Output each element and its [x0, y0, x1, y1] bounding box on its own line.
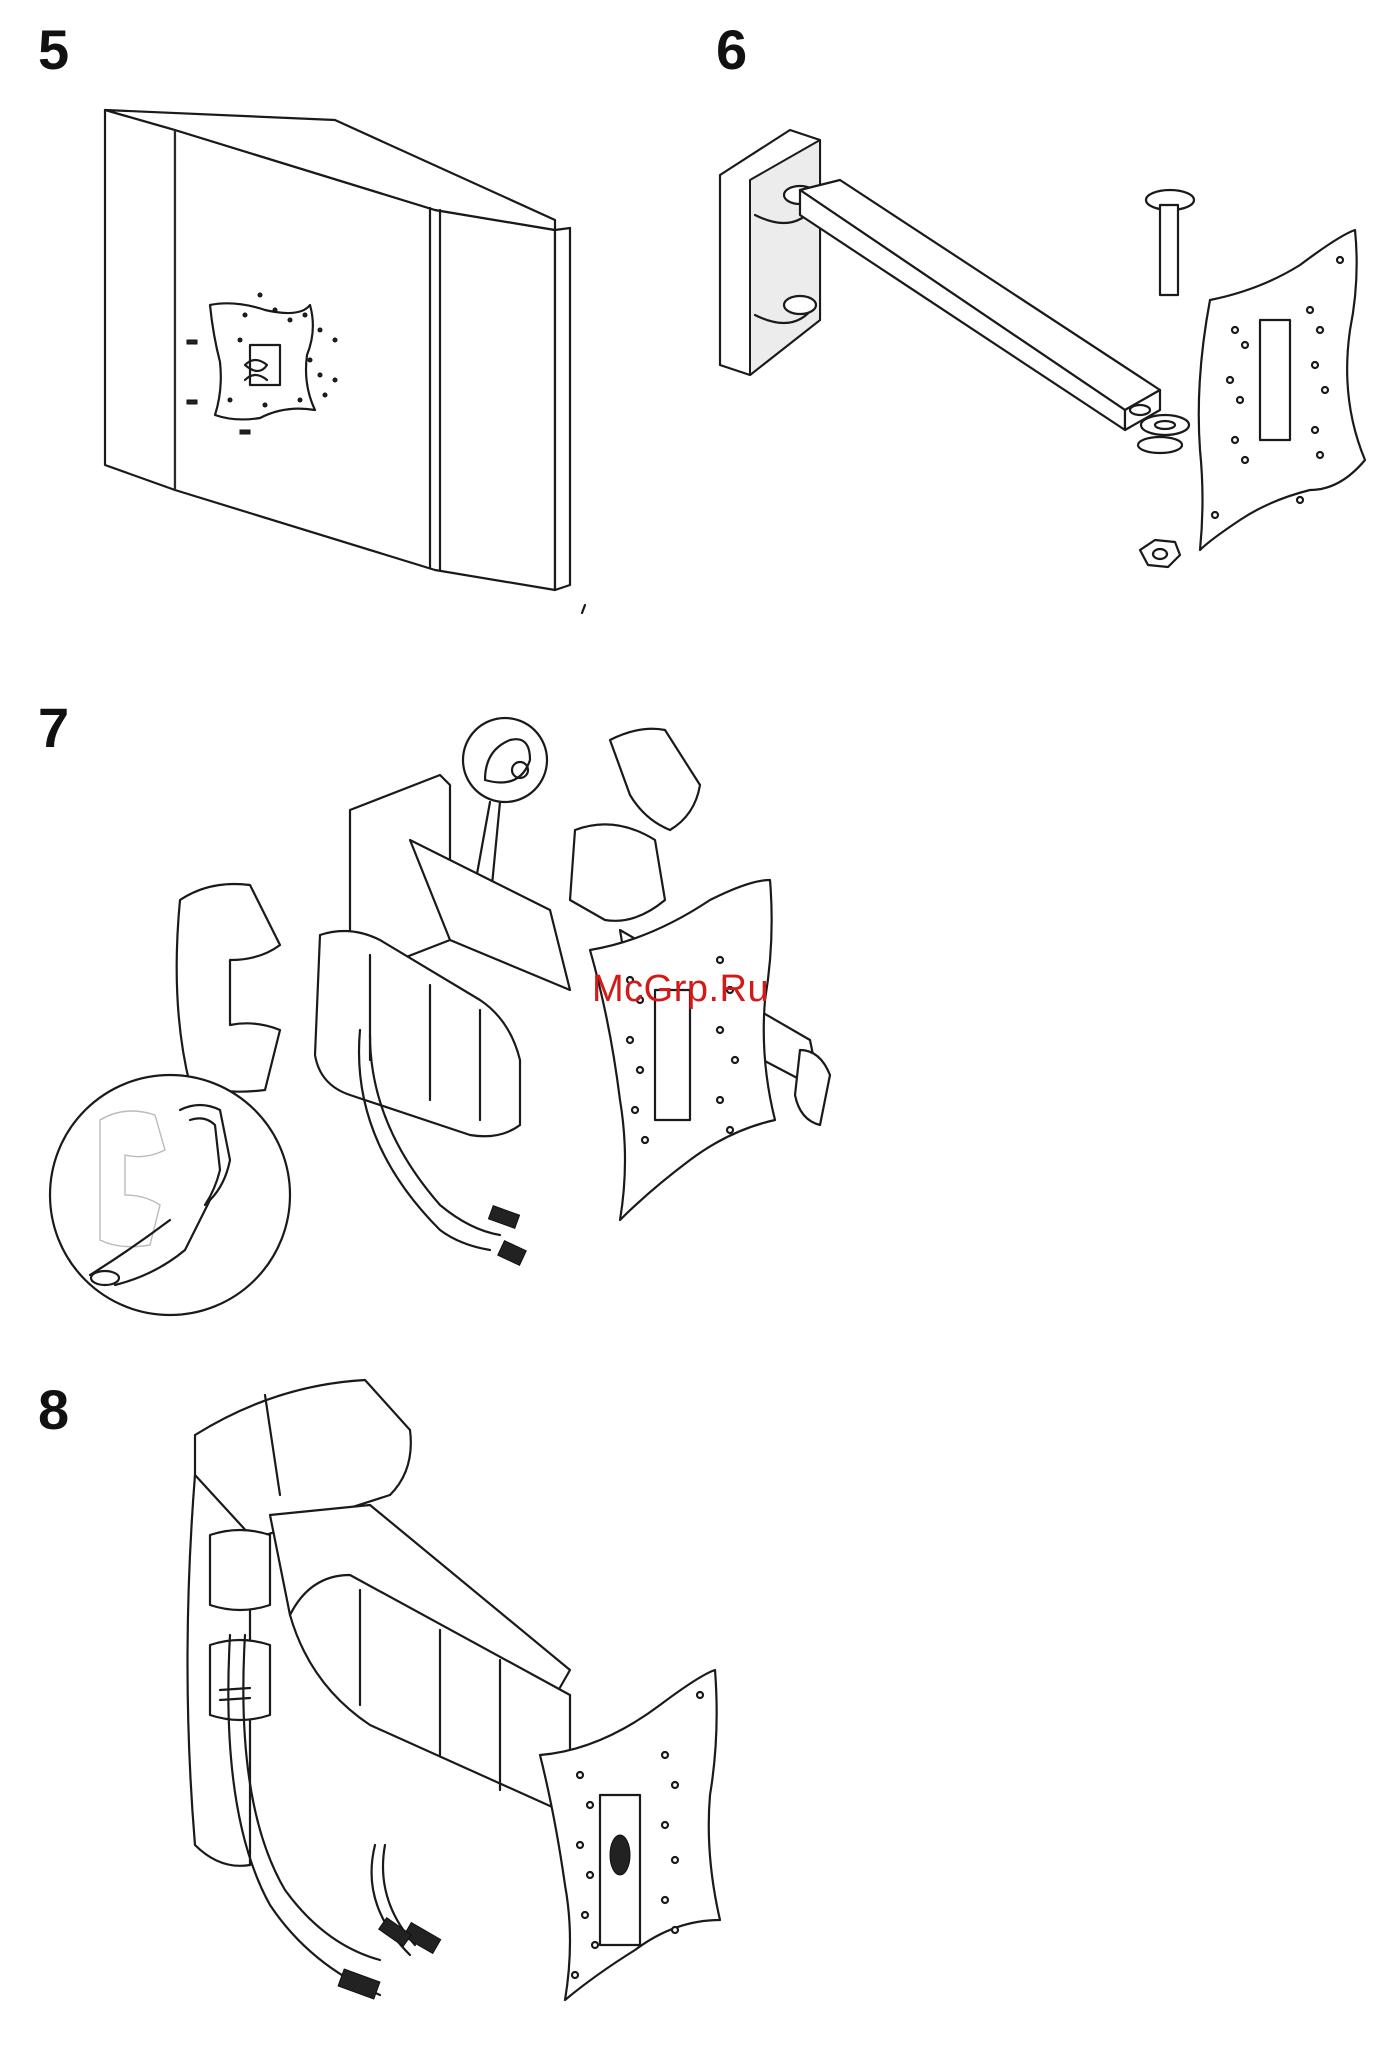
step-number-6: 6 [716, 22, 747, 78]
step-number-8: 8 [38, 1382, 69, 1438]
figure-step-5-tv-back-plate [95, 100, 595, 620]
arm-assembly-illustration [700, 120, 1380, 640]
step-number-5: 5 [38, 22, 69, 78]
figure-step-7-cable-covers [30, 700, 870, 1340]
cable-covers-illustration [30, 700, 870, 1340]
figure-step-8-assembled-arm [170, 1375, 790, 2035]
figure-step-6-arm-assembly [700, 120, 1380, 640]
watermark-text: McGrp.Ru [592, 968, 769, 1011]
tv-back-illustration [95, 100, 595, 620]
assembled-arm-illustration [170, 1375, 790, 2035]
